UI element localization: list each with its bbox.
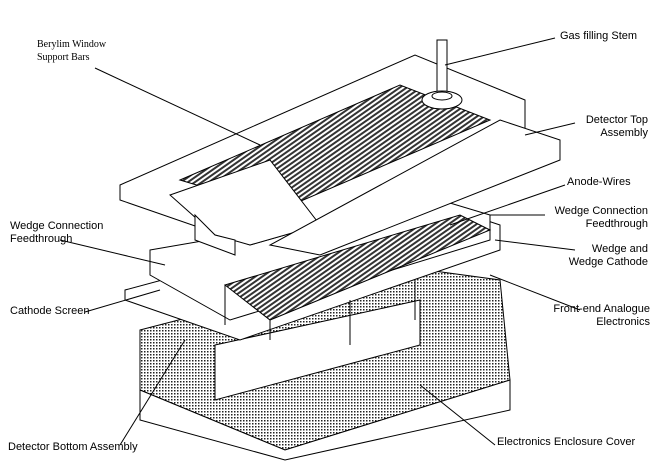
label-gas-filling-stem: Gas filling Stem: [560, 30, 638, 42]
label-line: Feedthrough: [585, 218, 648, 230]
gas-filling-stem: [421, 39, 463, 110]
label-line: Electronics: [596, 316, 650, 328]
label-anode-wires: Anode-Wires: [567, 176, 631, 188]
label-detector-bottom-assembly: Detector Bottom Assembly: [8, 441, 138, 453]
label-line: Wedge Connection: [554, 205, 648, 217]
leader-lines: [59, 37, 581, 446]
label-wedge-and-wedge-cathode: Wedge and Wedge Cathode: [569, 243, 648, 269]
label-wedge-connection-feedthrough-left: Wedge Connection Feedthrough: [10, 220, 103, 246]
label-front-end-analogue-electronics: Front-end Analogue Electronics: [553, 303, 650, 329]
label-line: Support Bars: [37, 52, 90, 63]
label-detector-top-assembly: Detector Top Assembly: [586, 114, 648, 140]
cathode-and-wedge-layers: [124, 199, 501, 345]
label-line: Wedge and: [591, 243, 648, 255]
label-line: Wedge Cathode: [568, 256, 648, 268]
label-line: Front-end Analogue: [553, 303, 650, 315]
label-cathode-screen: Cathode Screen: [10, 305, 90, 317]
label-beryllium-window-support-bars: Berylim Window Support Bars: [37, 38, 106, 64]
label-wedge-connection-feedthrough-right: Wedge Connection Feedthrough: [555, 205, 648, 231]
label-line: Berylim Window: [37, 39, 107, 50]
label-electronics-enclosure-cover: Electronics Enclosure Cover: [497, 436, 636, 448]
label-line: Detector Top: [585, 114, 648, 126]
label-line: Feedthrough: [10, 233, 73, 245]
label-line: Wedge Connection: [10, 220, 104, 232]
label-line: Assembly: [600, 127, 648, 139]
